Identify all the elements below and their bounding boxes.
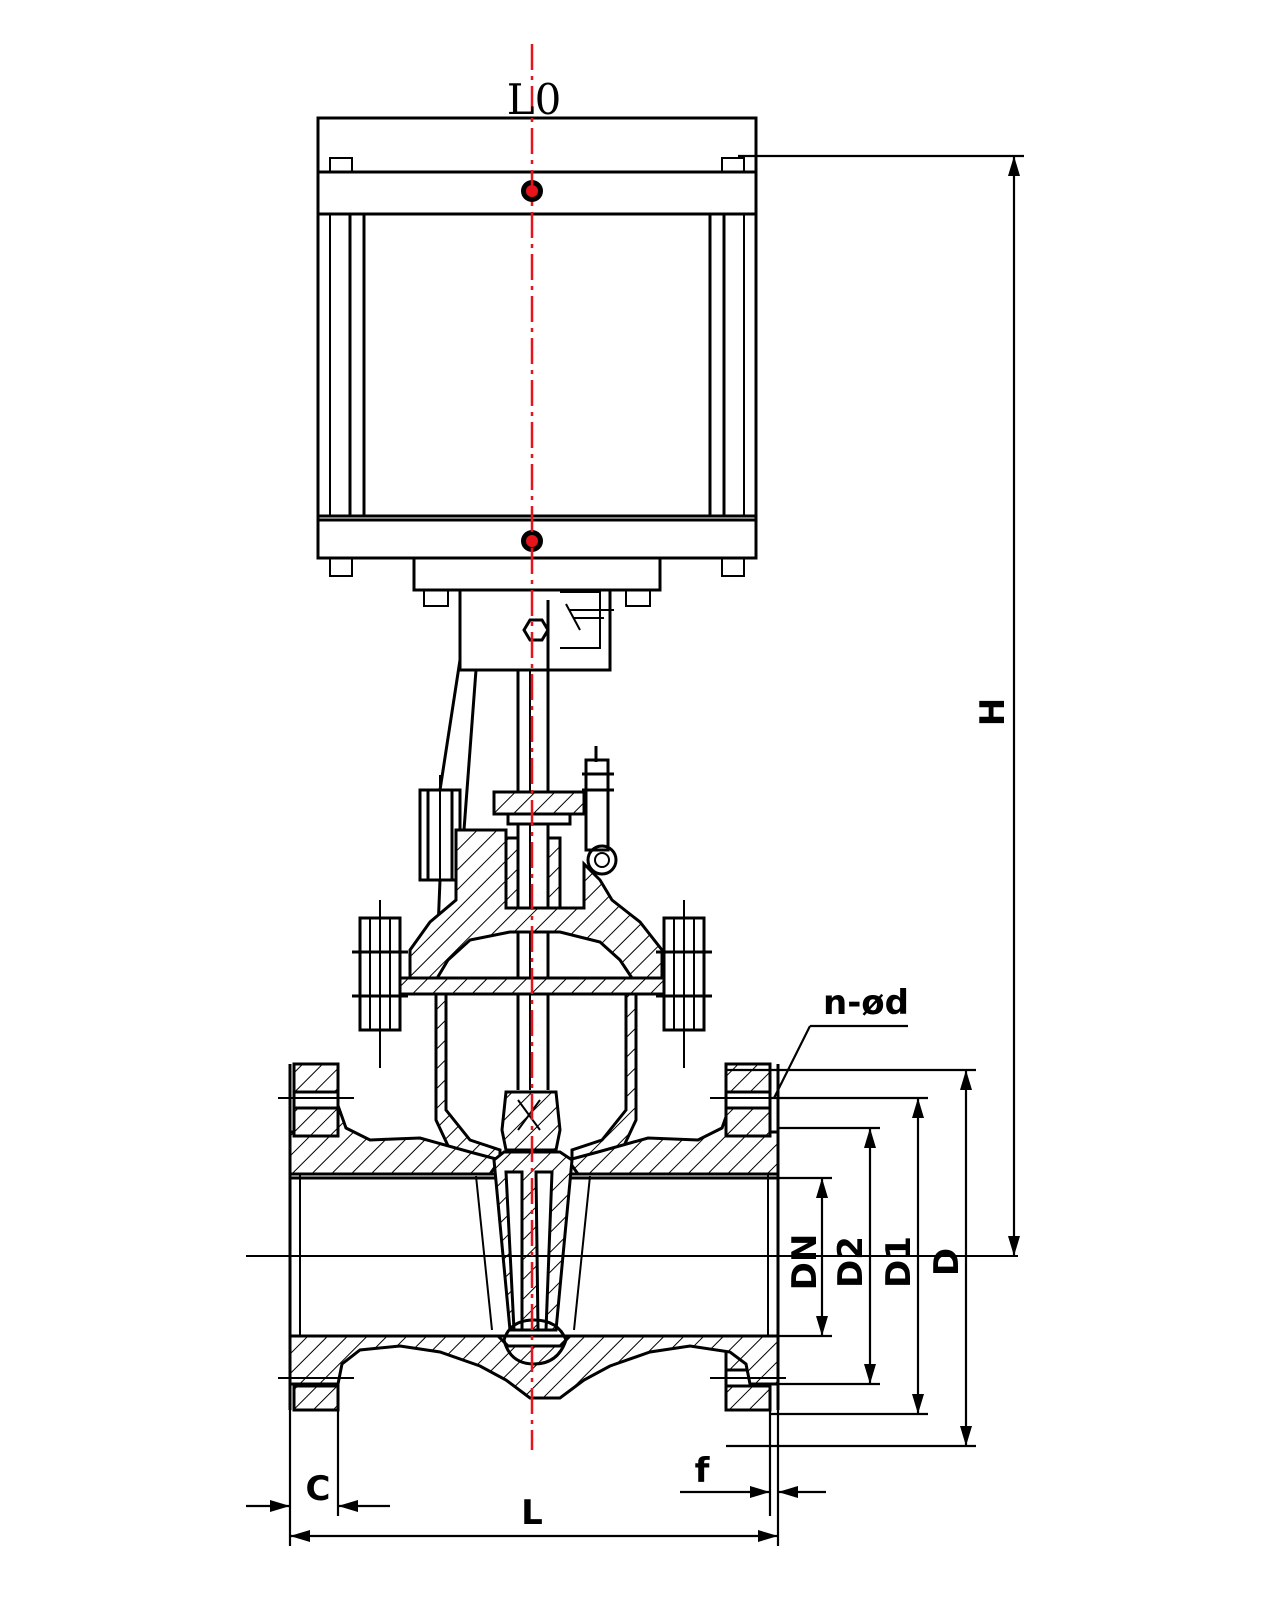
label-d: D — [927, 1248, 967, 1276]
label-lo: L0 — [507, 75, 562, 124]
label-n-d: n-ød — [823, 983, 909, 1023]
dimension-labels: L0 H n-ød DN D2 D1 D C f L — [306, 75, 1013, 1533]
label-l: L — [521, 1493, 543, 1533]
label-c: C — [306, 1469, 331, 1509]
label-d2: D2 — [831, 1236, 871, 1288]
label-h: H — [973, 698, 1013, 726]
label-f: f — [695, 1451, 711, 1491]
centerlines — [246, 44, 1018, 1450]
dimensions — [246, 154, 1024, 1546]
label-d1: D1 — [879, 1236, 919, 1288]
label-dn: DN — [785, 1234, 825, 1291]
wedge — [475, 1090, 591, 1366]
actuator — [316, 116, 758, 607]
